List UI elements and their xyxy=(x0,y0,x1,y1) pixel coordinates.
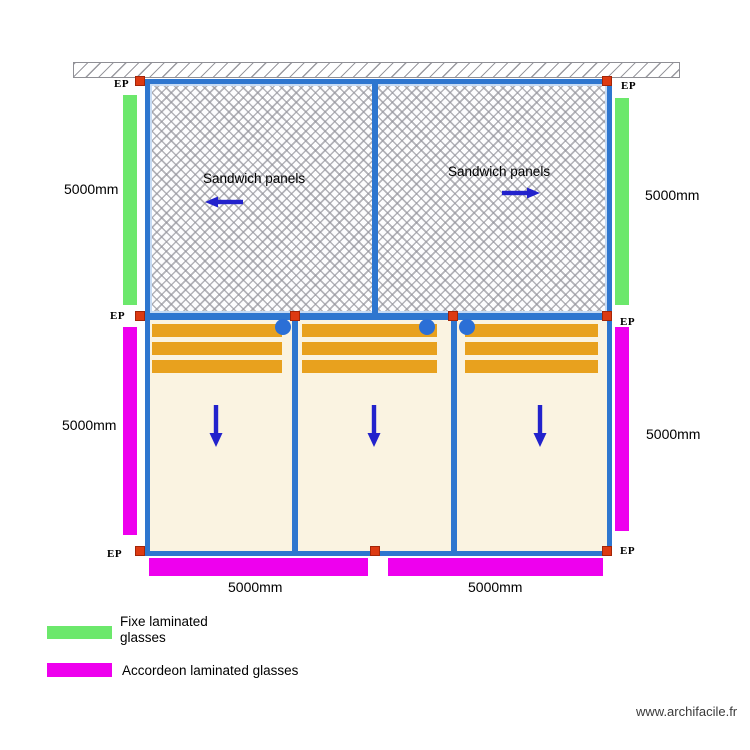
watermark-text: www.archifacile.fr xyxy=(636,704,738,719)
glass-slat xyxy=(465,342,598,355)
accordion-glass-bar-bottom-right xyxy=(388,558,603,576)
ep-label-mid-left: EP xyxy=(110,310,126,322)
legend-label-accordion-glass: Accordeon laminated glasses xyxy=(122,663,299,678)
sandwich-panels-section xyxy=(145,79,612,318)
glass-panel-divider-2 xyxy=(451,318,457,552)
arrow-down-icon xyxy=(367,405,381,447)
legend-swatch-fixed-glass xyxy=(47,626,112,639)
fixed-glass-bar-left xyxy=(123,95,137,305)
ep-label-bottom-left: EP xyxy=(107,548,123,560)
sandwich-panels-divider xyxy=(372,82,378,317)
ep-marker xyxy=(602,76,612,86)
ep-label-bottom-right: EP xyxy=(620,545,636,557)
dimension-left-top: 5000mm xyxy=(64,181,119,197)
pivot-dot xyxy=(419,319,435,335)
accordion-glass-bar-left xyxy=(123,327,137,535)
dimension-bottom-right: 5000mm xyxy=(468,579,523,595)
ep-marker xyxy=(135,311,145,321)
ep-marker xyxy=(602,311,612,321)
glass-slat xyxy=(465,360,598,373)
glass-slat xyxy=(302,342,437,355)
fixed-glass-bar-right xyxy=(615,98,629,305)
legend-label-fixed-glass: Fixe laminated glasses xyxy=(120,614,208,645)
glass-slat xyxy=(302,360,437,373)
ep-marker xyxy=(448,311,458,321)
dimension-left-bottom: 5000mm xyxy=(62,417,117,433)
ep-marker xyxy=(602,546,612,556)
pivot-dot xyxy=(459,319,475,335)
arrow-down-icon xyxy=(533,405,547,447)
glass-slat xyxy=(302,324,437,337)
legend-swatch-accordion-glass xyxy=(47,663,112,677)
glass-slat xyxy=(152,360,282,373)
glass-slat xyxy=(152,324,282,337)
dimension-right-bottom: 5000mm xyxy=(646,426,701,442)
accordion-glass-bar-bottom-left xyxy=(149,558,368,576)
ep-label-top-right: EP xyxy=(621,80,637,92)
glass-slat xyxy=(152,342,282,355)
sandwich-panel-right-label: Sandwich panels xyxy=(448,164,551,179)
glass-slat xyxy=(465,324,598,337)
ep-marker xyxy=(290,311,300,321)
ep-marker xyxy=(135,546,145,556)
glass-panel-divider-1 xyxy=(292,318,298,552)
ep-label-top-left: EP xyxy=(114,78,130,90)
ep-marker xyxy=(370,546,380,556)
hatched-wall-bar xyxy=(73,62,680,78)
ep-label-mid-right: EP xyxy=(620,316,636,328)
arrow-right-icon xyxy=(502,187,540,199)
accordion-glass-bar-right xyxy=(615,327,629,531)
dimension-right-top: 5000mm xyxy=(645,187,700,203)
arrow-left-icon xyxy=(205,196,243,208)
pivot-dot xyxy=(275,319,291,335)
sandwich-panel-left-label: Sandwich panels xyxy=(203,171,306,186)
dimension-bottom-left: 5000mm xyxy=(228,579,283,595)
arrow-down-icon xyxy=(209,405,223,447)
ep-marker xyxy=(135,76,145,86)
